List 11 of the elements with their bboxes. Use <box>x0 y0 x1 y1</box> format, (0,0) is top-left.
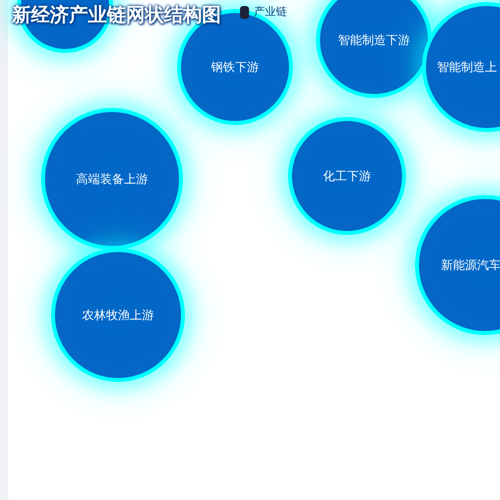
industry-circle <box>316 0 432 98</box>
circle-label: 农林牧渔上游 <box>82 306 154 324</box>
legend-text: 产业链 <box>254 4 287 19</box>
industry-circle <box>41 108 183 250</box>
industry-circle <box>51 248 185 382</box>
circle-label: 智能制造上 <box>437 58 497 76</box>
circle-label: 高端装备上游 <box>76 170 148 188</box>
circle-label: 化工下游 <box>323 168 371 184</box>
industry-circle <box>288 117 406 235</box>
circle-label: 钢铁下游 <box>211 58 259 76</box>
circle-label: 智能制造下游 <box>338 32 410 48</box>
